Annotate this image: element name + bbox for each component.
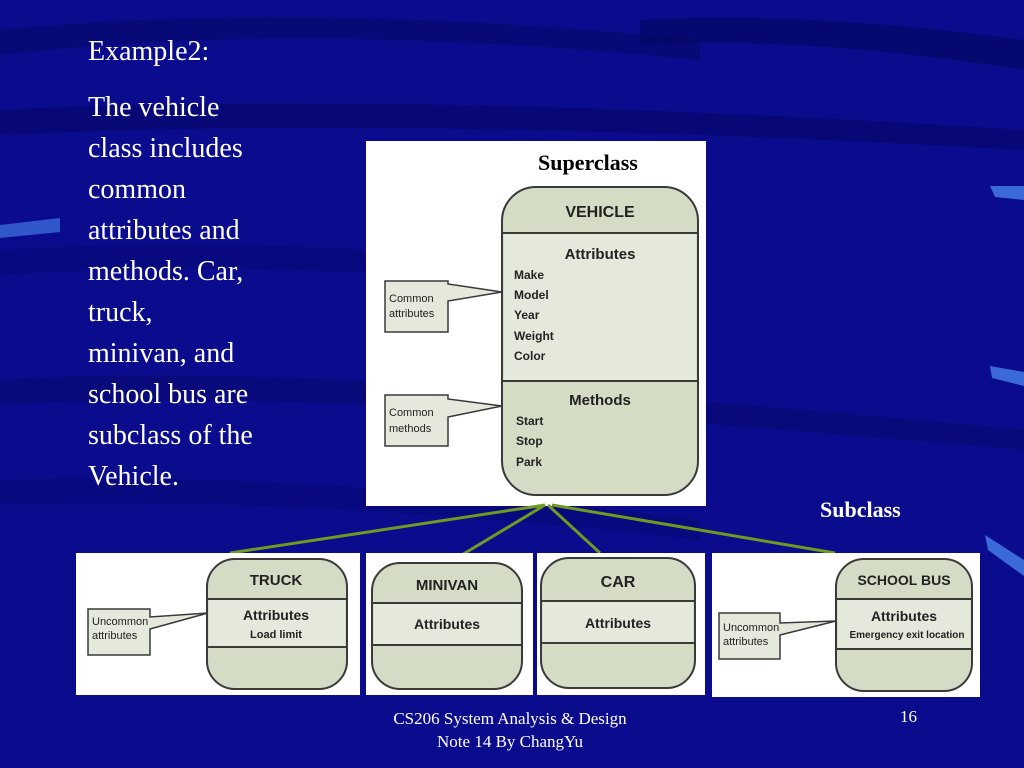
- superclass-label: Superclass: [538, 150, 638, 175]
- description-line: methods. Car,: [88, 256, 244, 287]
- description-line: common: [88, 174, 186, 205]
- truck-uncommon-callout: [87, 608, 209, 656]
- description-line: subclass of the: [88, 420, 253, 451]
- connector-school-bus: [551, 503, 836, 555]
- slide-title: Example2:: [88, 36, 210, 67]
- attribute-item: Year: [514, 308, 540, 322]
- callout-text: attributes: [723, 636, 769, 648]
- callout-text: Common: [389, 407, 434, 419]
- description-line: class includes: [88, 133, 243, 164]
- description-line: school bus are: [88, 379, 249, 410]
- car-class-name: CAR: [601, 574, 636, 591]
- callout-text: methods: [389, 423, 432, 435]
- common-methods-callout: [384, 394, 503, 447]
- truck-class-name: TRUCK: [250, 572, 303, 589]
- footer-course: CS206 System Analysis & Design: [393, 709, 627, 728]
- description-line: truck,: [88, 297, 153, 328]
- vehicle-methods-heading: Methods: [569, 392, 631, 409]
- footer-note: Note 14 By ChangYu: [437, 732, 583, 751]
- attribute-item: Weight: [514, 329, 554, 343]
- connector-car: [546, 503, 602, 555]
- minivan-class-diagram: MINIVAN Attributes: [371, 562, 523, 690]
- callout-text: attributes: [92, 630, 138, 642]
- attribute-item: Make: [514, 268, 544, 282]
- callout-text: Common: [389, 293, 434, 305]
- minivan-attributes-heading: Attributes: [414, 616, 480, 632]
- method-item: Park: [516, 455, 542, 469]
- subclass-label: Subclass: [820, 497, 901, 522]
- car-class-diagram: CAR Attributes: [540, 557, 696, 689]
- connector-minivan: [449, 503, 546, 564]
- school-bus-attributes-heading: Attributes: [871, 608, 937, 624]
- minivan-class-name: MINIVAN: [416, 577, 478, 594]
- callout-text: attributes: [389, 308, 435, 320]
- school-bus-class-name: SCHOOL BUS: [857, 572, 950, 588]
- school-bus-class-diagram: Uncommon attributes SCHOOL BUS Attribute…: [718, 558, 973, 692]
- slide-description: The vehicle class includes common attrib…: [88, 87, 303, 497]
- car-attributes-heading: Attributes: [585, 615, 651, 631]
- method-item: Start: [516, 414, 543, 428]
- slide-footer: CS206 System Analysis & Design Note 14 B…: [360, 707, 660, 753]
- vehicle-attributes-heading: Attributes: [565, 246, 636, 263]
- description-line: The vehicle: [88, 92, 220, 123]
- school-bus-attribute-item: Emergency exit location: [849, 630, 964, 641]
- description-line: attributes and: [88, 215, 240, 246]
- vehicle-class-name: VEHICLE: [565, 204, 635, 221]
- description-line: Vehicle.: [88, 461, 179, 492]
- truck-class-diagram: Uncommon attributes TRUCK Attributes Loa…: [87, 558, 348, 690]
- attribute-item: Model: [514, 288, 549, 302]
- common-attributes-callout: [384, 280, 503, 333]
- page-number: 16: [900, 707, 917, 726]
- connector-truck: [229, 503, 546, 555]
- truck-attribute-item: Load limit: [250, 629, 302, 641]
- callout-text: Uncommon: [723, 622, 779, 634]
- vehicle-class-diagram: VEHICLE Attributes Make Model Year Weigh…: [384, 186, 699, 496]
- description-line: minivan, and: [88, 338, 235, 369]
- callout-text: Uncommon: [92, 616, 148, 628]
- vehicle-attributes-compartment: [504, 233, 696, 381]
- attribute-item: Color: [514, 349, 546, 363]
- school-bus-uncommon-callout: [718, 612, 837, 660]
- method-item: Stop: [516, 434, 543, 448]
- truck-attributes-heading: Attributes: [243, 607, 309, 623]
